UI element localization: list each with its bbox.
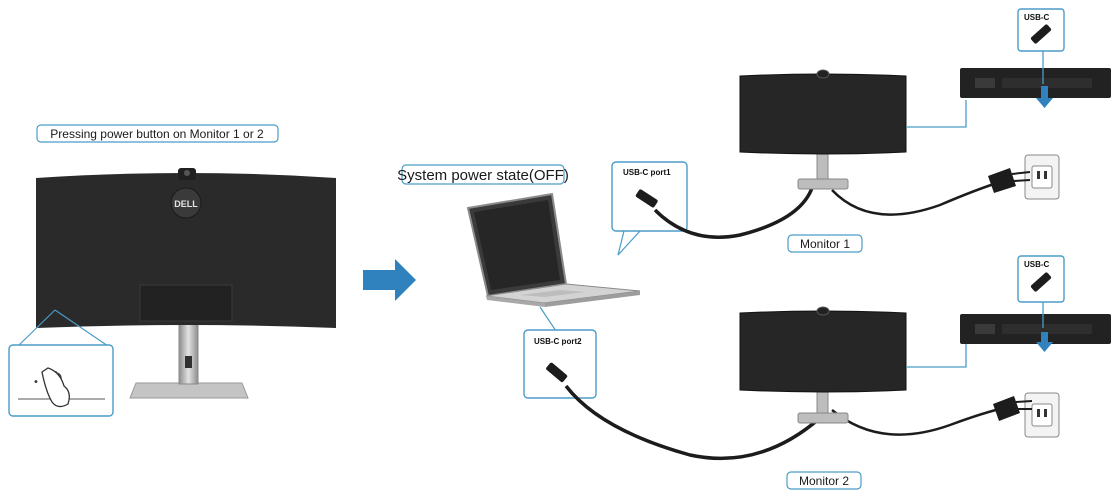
monitor1 [739, 69, 907, 190]
system-state-caption: System power state(OFF) [397, 164, 569, 185]
cable-laptop-monitor1 [653, 187, 814, 239]
laptop [466, 192, 641, 307]
finger-press-icon [41, 367, 70, 408]
wall-outlet-icon [988, 154, 1060, 200]
monitor2-text: Monitor 2 [799, 474, 849, 488]
left-caption: Pressing power button on Monitor 1 or 2 [36, 124, 279, 143]
dell-logo-text: DELL [174, 199, 198, 209]
power-cable-monitor1 [831, 180, 1001, 216]
usbc-port2-text: USB-C port2 [534, 337, 582, 346]
power-cable-monitor2 [831, 405, 1009, 436]
cable-laptop-monitor2 [564, 384, 822, 461]
left-monitor-base [129, 382, 249, 399]
monitor1-port-panel: USB-C [906, 8, 1111, 128]
dell-logo-icon [170, 187, 202, 219]
monitor2 [739, 306, 907, 424]
webcam-icon [816, 69, 830, 79]
usbc-plug-icon [1030, 24, 1052, 44]
usbc-plug-icon [635, 189, 658, 208]
usbc-plug-icon [546, 362, 568, 383]
monitor1-text: Monitor 1 [800, 237, 850, 251]
usbc-top-text: USB-C [1024, 13, 1050, 22]
usbc-port-arrow-icon [1041, 332, 1048, 348]
wall-outlet-icon [993, 392, 1060, 438]
power-button-callout: • [8, 309, 114, 417]
usbc-port-arrow-icon [1041, 86, 1048, 104]
usbc-plug-icon [1030, 272, 1052, 292]
monitor2-caption: Monitor 2 [786, 471, 862, 490]
monitor1-caption: Monitor 1 [787, 234, 863, 253]
svg-text:•: • [33, 377, 39, 388]
usbc-bottom-text: USB-C [1024, 260, 1050, 269]
system-state-text: System power state(OFF) [397, 167, 569, 184]
left-caption-text: Pressing power button on Monitor 1 or 2 [50, 127, 264, 141]
usbc-port1-text: USB-C port1 [623, 168, 671, 177]
right-arrow-icon [363, 259, 416, 301]
usbc-port1-callout: USB-C port1 [611, 161, 688, 256]
monitor2-port-panel: USB-C [906, 255, 1111, 368]
webcam-icon [816, 306, 830, 316]
left-monitor-body [36, 173, 336, 328]
usbc-port2-callout: USB-C port2 [523, 306, 597, 399]
left-monitor: DELL [36, 168, 336, 399]
